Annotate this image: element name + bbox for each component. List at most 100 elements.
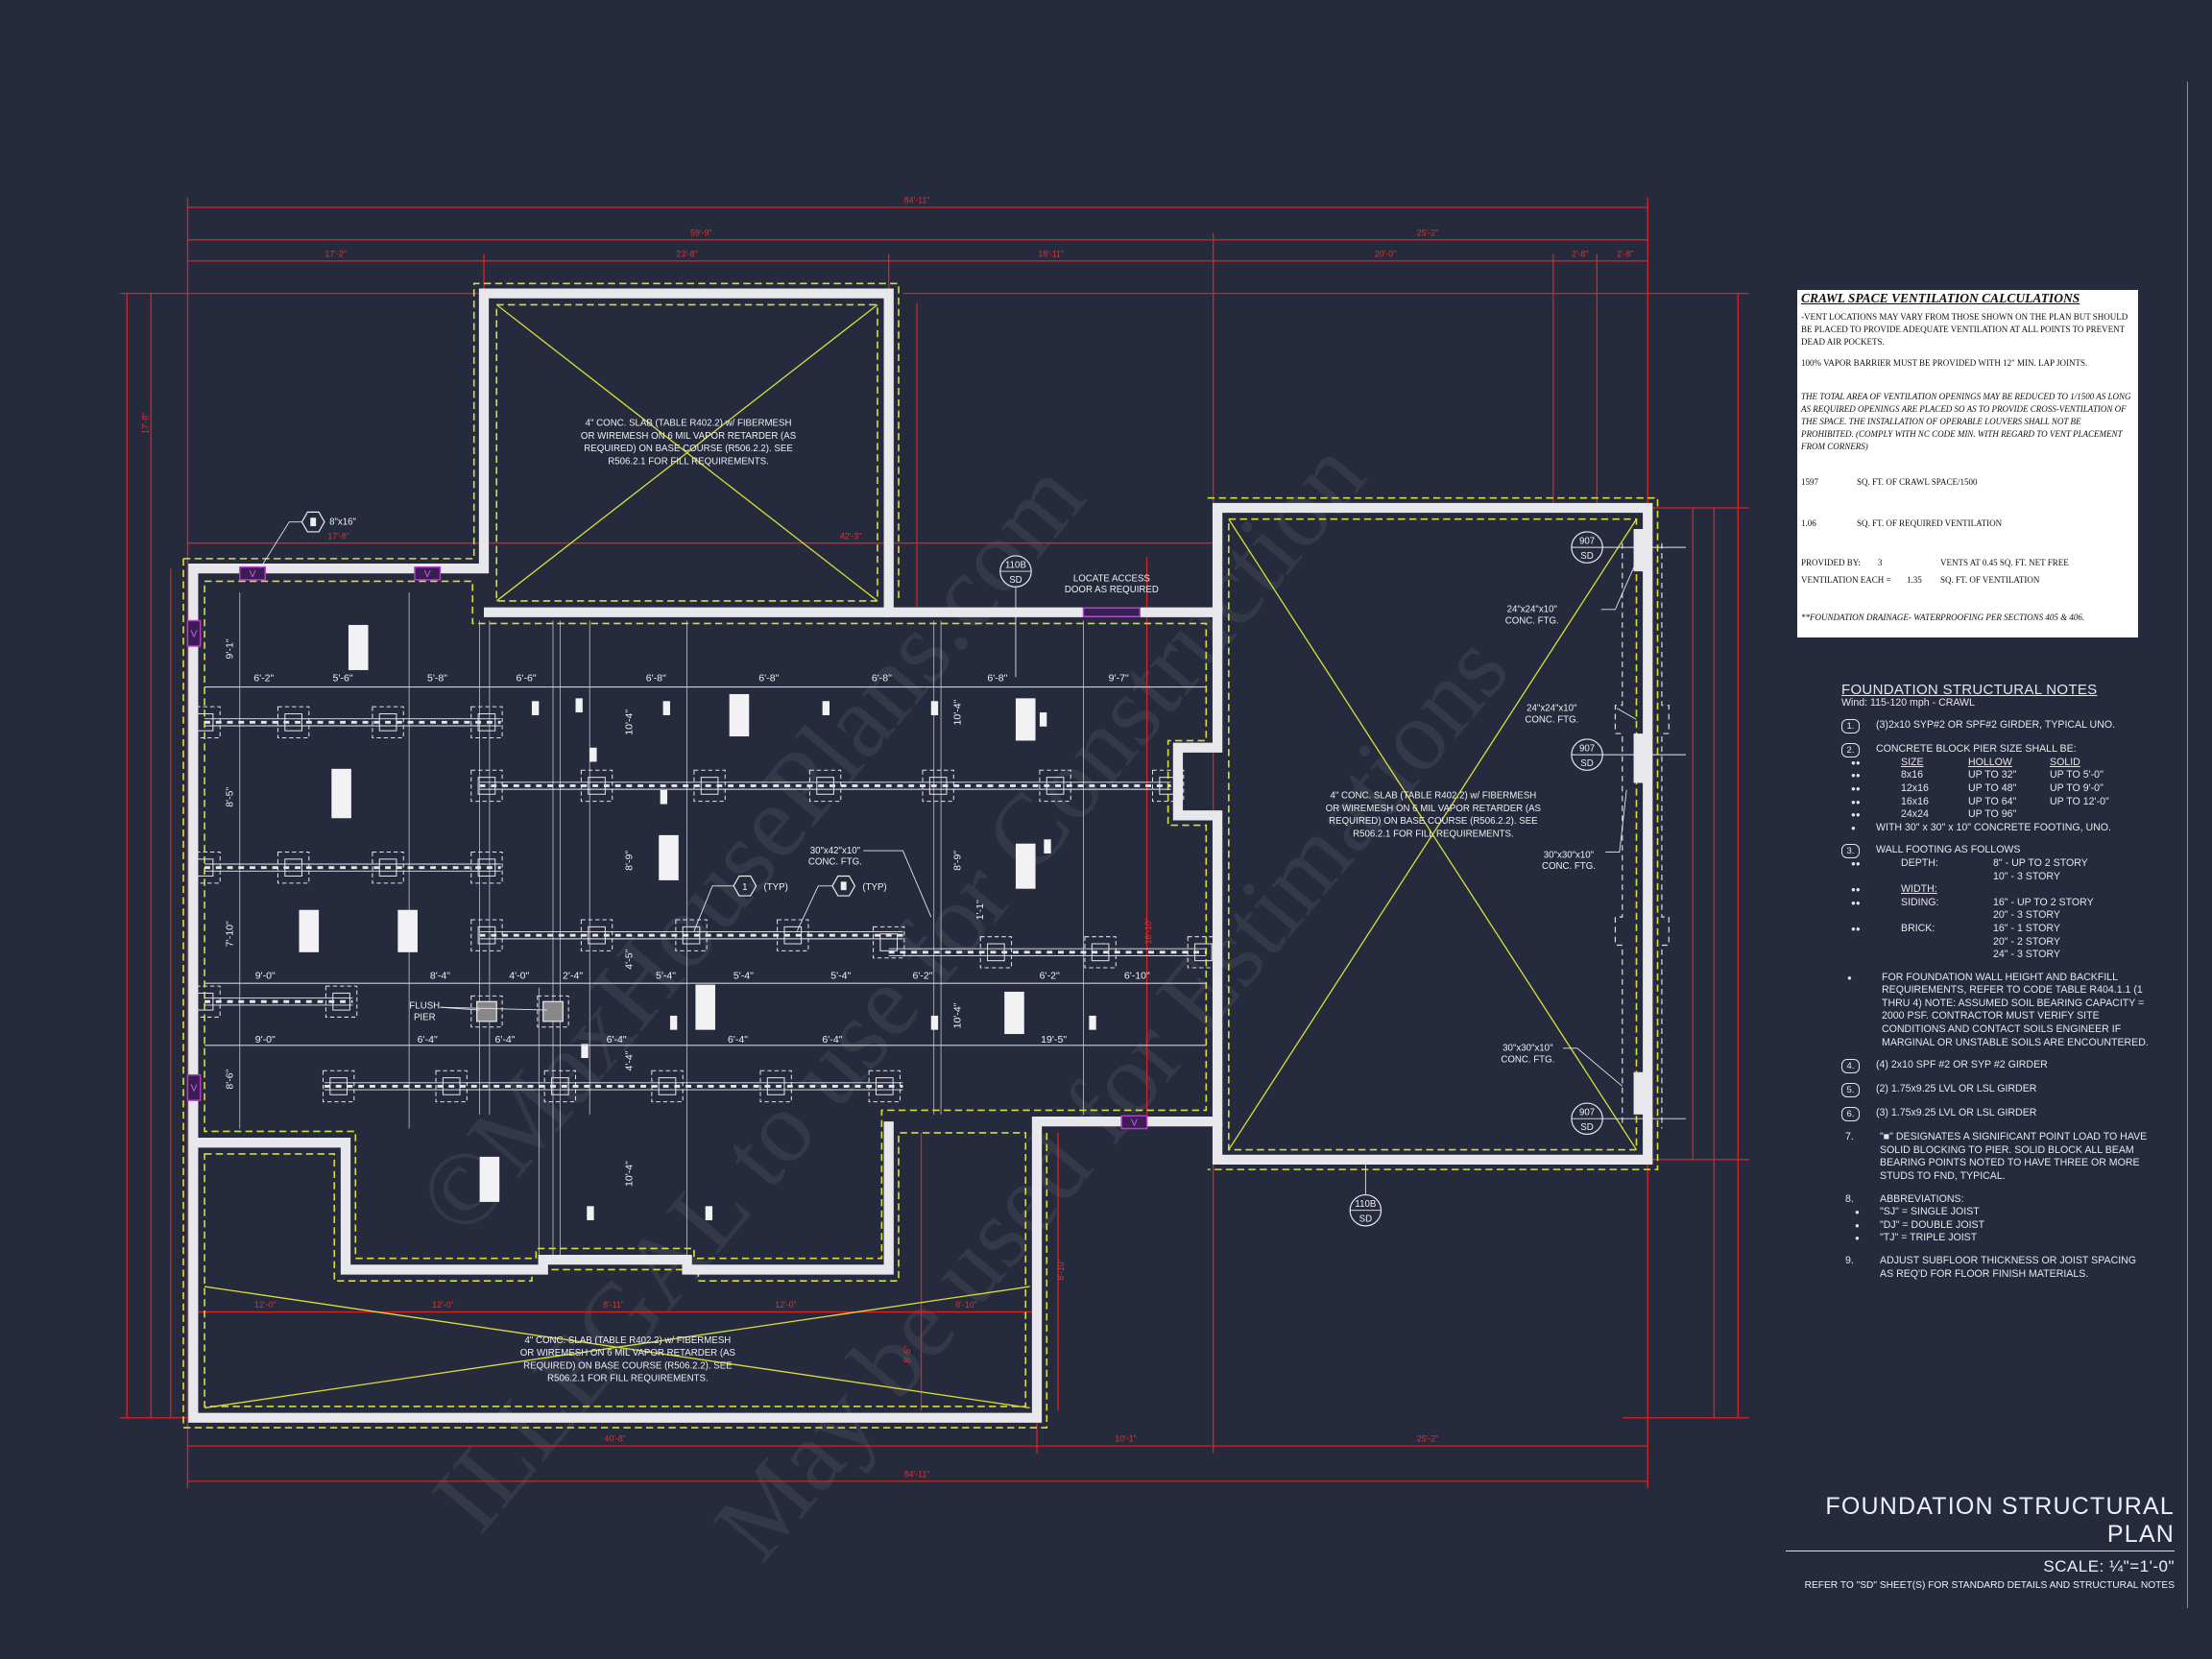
note-8: 8. ABBREVIATIONS: ●"SJ" = SINGLE JOIST ●… xyxy=(1841,1193,2149,1245)
dimension-label: 18'-11" xyxy=(1038,249,1064,258)
dimension-label: 4'-0" xyxy=(509,971,529,982)
note-text: "■" DESIGNATES A SIGNIFICANT POINT LOAD … xyxy=(1880,1131,2148,1183)
footing-label: 30"x42"x10" xyxy=(810,846,861,856)
dimension-label: 17'-8" xyxy=(327,531,349,541)
dimension-label: 6'-2" xyxy=(912,971,932,982)
dimension-label: 16'-10" xyxy=(1143,918,1153,944)
section-sheet: SD xyxy=(1580,551,1593,562)
pier xyxy=(470,769,503,803)
slab-note: 4" CONC. SLAB (TABLE R402.2) w/ FIBERMES… xyxy=(581,419,797,468)
joist-span-tag xyxy=(479,1156,500,1202)
dimension-label: 7'-10" xyxy=(224,921,235,947)
vent-icon: V xyxy=(414,565,442,581)
tag-number: 1 xyxy=(742,882,747,893)
point-load-marker xyxy=(581,1044,589,1059)
brick-value: 20" - 2 STORY xyxy=(1993,935,2060,948)
dimension-label: 6'-4" xyxy=(607,1034,627,1046)
note-text: (3)2x10 SYP#2 OR SPF#2 GIRDER, TYPICAL U… xyxy=(1876,719,2116,732)
pier xyxy=(868,1070,901,1103)
point-load-marker xyxy=(669,1015,678,1030)
pier-table-header: SIZE xyxy=(1901,756,1924,768)
joist-span-tag xyxy=(397,909,418,952)
pier xyxy=(580,769,613,803)
dimension-label: 6'-10" xyxy=(1124,971,1150,982)
point-load-marker xyxy=(575,698,583,713)
slab-note: 4" CONC. SLAB (TABLE R402.2) w/ FIBERMES… xyxy=(1326,791,1542,840)
girders xyxy=(204,718,1207,1091)
dimension-label: 84'-11" xyxy=(904,1469,930,1479)
foundation-structural-notes: FOUNDATION STRUCTURAL NOTES Wind: 115-12… xyxy=(1841,683,2149,1290)
callout-leaders xyxy=(260,521,1637,1195)
pier xyxy=(1084,936,1117,969)
pier xyxy=(580,919,613,951)
pier-table-header: HOLLOW xyxy=(1968,756,2012,768)
dimension-label: 42'-3" xyxy=(840,531,861,541)
slab-note-line: 4" CONC. SLAB (TABLE R402.2) w/ FIBERMES… xyxy=(524,1335,731,1346)
provided-desc: VENTS AT 0.45 SQ. FT. NET FREE xyxy=(1940,558,2069,567)
flush-pier xyxy=(537,995,569,1028)
dimension-labels: 84'-11"59'-9"25'-2"17'-2"23'-8"18'-11"20… xyxy=(140,196,1633,1479)
note-text: WALL FOOTING AS FOLLOWS xyxy=(1876,844,2021,856)
framing-dimensions: 6'-2"5'-6"5'-8"6'-6"6'-8"6'-8"6'-8"6'-8"… xyxy=(204,638,1207,1187)
girder xyxy=(479,931,903,940)
point-load-marker xyxy=(587,1206,594,1221)
note-text: ADJUST SUBFLOOR THICKNESS OR JOIST SPACI… xyxy=(1880,1255,2137,1280)
footing-label: CONC. FTG. xyxy=(1505,615,1559,626)
point-load-marker xyxy=(1039,712,1047,727)
pier xyxy=(188,985,221,1018)
dimension-label: 10'-4" xyxy=(952,699,964,725)
note-text: CONCRETE BLOCK PIER SIZE SHALL BE: xyxy=(1876,743,2077,756)
slab-cross-lines xyxy=(204,303,1638,1409)
dimension-label: 84'-11" xyxy=(904,196,930,205)
dimension-label: 4'-4" xyxy=(623,1050,635,1070)
hex-tag-icon xyxy=(831,875,856,897)
brick-value: 16" - 1 STORY xyxy=(1993,922,2060,934)
abbreviation: "DJ" = DOUBLE JOIST xyxy=(1880,1218,1985,1231)
pier xyxy=(808,769,842,803)
girder xyxy=(204,718,501,727)
footing-dashed-lines xyxy=(182,282,1659,1429)
pier-icon xyxy=(840,881,847,891)
section-sheet: SD xyxy=(1580,758,1593,769)
note-1: 1.(3)2x10 SYP#2 OR SPF#2 GIRDER, TYPICAL… xyxy=(1841,719,2149,734)
section-number: 110B xyxy=(1005,560,1026,570)
note-number: 8. xyxy=(1845,1192,1854,1205)
dimension-label: 6'-4" xyxy=(418,1034,438,1046)
crawl-space-ventilation-box: CRAWL SPACE VENTILATION CALCULATIONS -VE… xyxy=(1797,290,2138,637)
dimension-label: 5'-6" xyxy=(333,673,353,685)
point-load-marker xyxy=(660,789,668,805)
point-load-marker xyxy=(1089,1015,1096,1030)
dimension-label: 23'-8" xyxy=(676,249,697,258)
hex-number-icon: 2. xyxy=(1841,743,1860,758)
dimension-label: 10'-4" xyxy=(952,1002,964,1028)
note-text: (3) 1.75x9.25 LVL OR LSL GIRDER xyxy=(1876,1107,2037,1119)
hex-number-icon: 6. xyxy=(1841,1107,1860,1122)
note-number: 7. xyxy=(1845,1131,1854,1143)
footing-label: 24"x24"x10" xyxy=(1527,704,1577,714)
dimension-label: 6'-2" xyxy=(1040,971,1060,982)
vent-label: V xyxy=(424,569,431,580)
abbreviation: "TJ" = TRIPLE JOIST xyxy=(1880,1232,1978,1244)
note-text: (2) 1.75x9.25 LVL OR LSL GIRDER xyxy=(1876,1083,2037,1095)
point-load-marker xyxy=(822,701,830,715)
vent-icon: V xyxy=(186,1073,202,1101)
girder xyxy=(204,863,501,872)
dimension-label: 9'-0" xyxy=(255,1034,276,1046)
dimension-label: 20'-0" xyxy=(1375,249,1396,258)
dimension-label: 5'-4" xyxy=(733,971,754,982)
slab-note-line: REQUIRED) ON BASE COURSE (R506.2.2). SEE xyxy=(523,1360,733,1371)
pier xyxy=(470,706,503,739)
joist-span-tag xyxy=(1015,698,1036,741)
slab-note-line: OR WIREMESH ON 6 MIL VAPOR RETARDER (AS xyxy=(1326,804,1542,814)
